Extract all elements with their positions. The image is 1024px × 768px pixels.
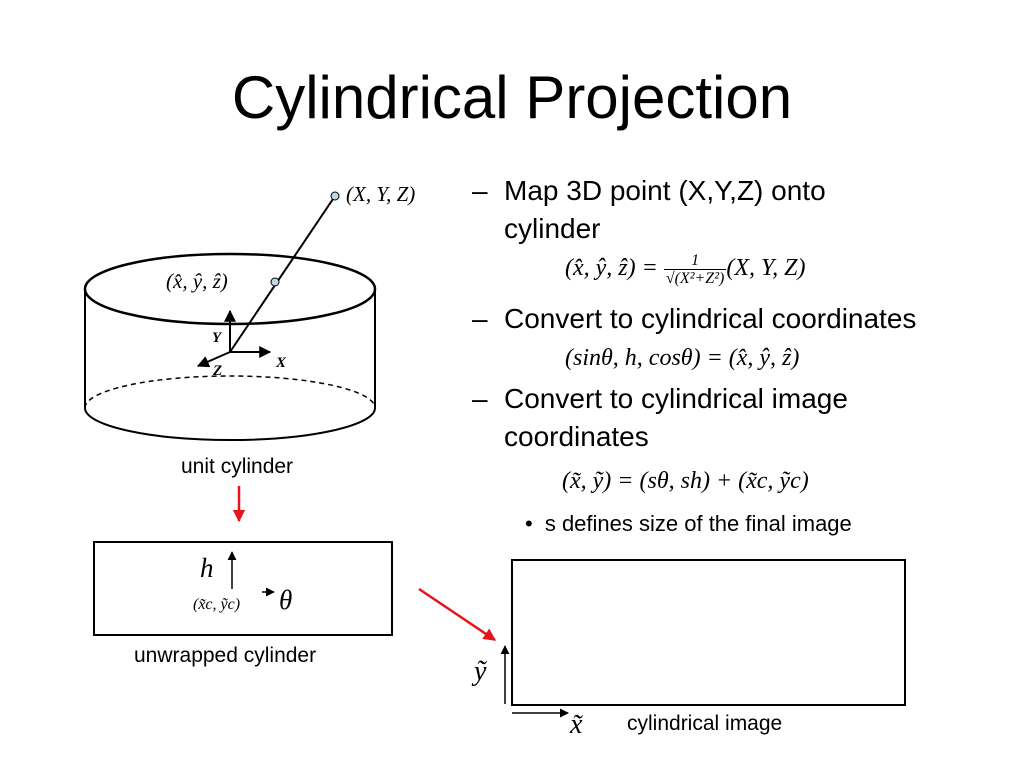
projected-point-marker [270, 277, 280, 287]
equation-denominator: √(X²+Z²) [665, 270, 725, 287]
unwrapped-h-label: h [200, 553, 214, 583]
unwrapped-cylinder-caption: unwrapped cylinder [134, 644, 317, 667]
cylindrical-coords-equation: (sinθ, h, cosθ) = (x̂, ŷ, ẑ) [565, 345, 800, 371]
axis-z-label: Z [212, 363, 222, 379]
cylinder-bottom-back [84, 375, 376, 409]
equation-numerator: 1 [663, 252, 727, 270]
axis-y-label: Y [212, 330, 223, 346]
equation-fraction: 1 √(X²+Z²) [663, 252, 727, 287]
slide-title: Cylindrical Projection [231, 64, 793, 131]
z-axis-arrow [196, 351, 231, 368]
projected-point-label: (x̂, ŷ, ẑ) [166, 269, 228, 293]
sub-bullet-size: • s defines size of the final image [525, 510, 852, 538]
bullet-text: Convert to cylindrical image coordinates [504, 383, 848, 452]
world-point-marker [330, 191, 340, 201]
diagonal-red-arrow [418, 587, 497, 642]
projection-ray [229, 195, 336, 353]
sub-bullet-text: s defines size of the final image [544, 511, 852, 536]
axis-x-label: X [275, 355, 287, 371]
bullet-dash: – [472, 175, 488, 206]
sub-bullet-marker: • [525, 511, 533, 536]
bullet-text: Convert to cylindrical coordinates [504, 303, 917, 334]
bullet-cylindrical-coords: – Convert to cylindrical coordinates [472, 300, 1012, 338]
bullet-dash: – [472, 383, 488, 414]
cylindrical-image-caption: cylindrical image [627, 712, 783, 735]
equation-lhs: (x̂, ŷ, ẑ) = [565, 255, 658, 282]
bullet-dash: – [472, 303, 488, 334]
world-point-label: (X, Y, Z) [346, 182, 415, 206]
unwrapped-center-label: (x̃c, ỹc) [193, 596, 240, 613]
projection-equation: (x̂, ŷ, ẑ) = 1 √(X²+Z²) (X, Y, Z) [565, 252, 805, 287]
bullet-image-coords: – Convert to cylindrical image coordinat… [472, 380, 1012, 456]
cylindrical-image-box [511, 559, 906, 706]
unwrapped-theta-label: θ [279, 585, 292, 615]
unwrapped-cylinder-box [93, 541, 393, 636]
bullet-text: Map 3D point (X,Y,Z) onto cylinder [504, 175, 826, 244]
cylinder-bottom-front [84, 407, 376, 441]
image-coords-equation: (x̃, ỹ) = (sθ, sh) + (x̃c, ỹc) [562, 468, 809, 494]
unit-cylinder-caption: unit cylinder [181, 455, 294, 478]
bullet-map-point: – Map 3D point (X,Y,Z) onto cylinder [472, 172, 1012, 248]
equation-rhs: (X, Y, Z) [726, 255, 806, 282]
image-x-label: x̃ [569, 709, 584, 740]
image-y-label: ỹ [471, 656, 488, 687]
